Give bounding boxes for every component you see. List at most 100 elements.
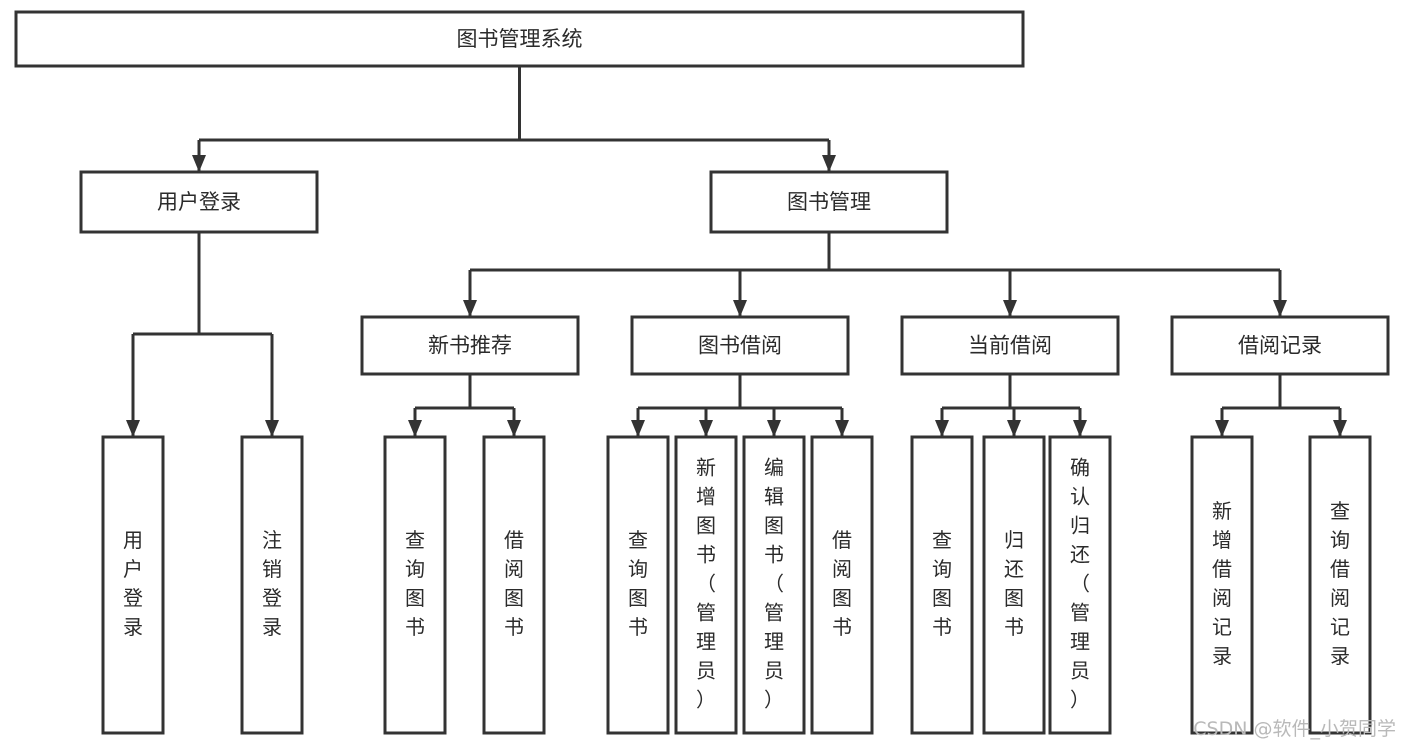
node-user-login[interactable]: 用户登录 (79, 170, 319, 234)
node-label-leaf-confirm-return-char-1: 认 (1070, 485, 1090, 509)
node-label-leaf-query-book-bor-char-0: 查 (628, 528, 648, 552)
node-label-leaf-add-book-char-7: 员 (696, 659, 716, 683)
node-box-leaf-return-book (982, 435, 1046, 735)
node-box-leaf-query-book-bor (606, 435, 670, 735)
node-label-leaf-confirm-return-char-7: 员 (1070, 659, 1090, 683)
node-label-leaf-add-record-char-5: 录 (1212, 644, 1232, 668)
node-label-leaf-add-book-char-1: 增 (696, 485, 716, 509)
node-label-leaf-user-login-char-3: 录 (123, 615, 143, 639)
node-label-leaf-borrow-book-rec-char-1: 阅 (504, 557, 524, 581)
node-label-leaf-return-book-char-0: 归 (1004, 528, 1024, 552)
node-label-leaf-confirm-return-char-6: 理 (1070, 630, 1090, 654)
node-root[interactable]: 图书管理系统 (14, 10, 1025, 68)
arrow-head-icon (733, 300, 747, 317)
node-label-leaf-query-book-cur-char-0: 查 (932, 528, 952, 552)
node-label-leaf-edit-book-char-5: 管 (764, 601, 784, 625)
node-label-leaf-add-record-char-3: 阅 (1212, 586, 1232, 610)
node-label-book-borrow: 图书借阅 (698, 334, 782, 358)
arrow-head-icon (935, 420, 949, 437)
node-label-book-manage: 图书管理 (787, 190, 871, 214)
node-label-leaf-query-book-rec-char-1: 询 (405, 557, 425, 581)
node-label-leaf-add-book-char-2: 图 (696, 514, 716, 538)
arrow-head-icon (767, 420, 781, 437)
arrow-head-icon (1007, 420, 1021, 437)
node-label-leaf-add-record-char-4: 记 (1212, 615, 1232, 639)
node-label-leaf-add-book-char-4: （ (696, 572, 716, 596)
node-label-borrow-record: 借阅记录 (1238, 334, 1322, 358)
arrow-head-icon (1273, 300, 1287, 317)
node-label-leaf-borrow-book-bor-char-0: 借 (832, 528, 852, 552)
edge-group-book-manage (463, 232, 1287, 317)
node-label-leaf-query-book-rec-char-0: 查 (405, 528, 425, 552)
node-book-borrow[interactable]: 图书借阅 (630, 315, 850, 376)
node-label-user-login: 用户登录 (157, 190, 241, 214)
node-label-leaf-borrow-book-rec-char-3: 书 (504, 615, 524, 639)
node-label-leaf-add-record-char-1: 增 (1212, 528, 1232, 552)
node-box-current-borrow (900, 315, 1120, 376)
node-label-leaf-query-book-bor-char-3: 书 (628, 615, 648, 639)
node-box-leaf-borrow-book-rec (482, 435, 546, 735)
node-book-manage[interactable]: 图书管理 (709, 170, 949, 234)
arrow-head-icon (1333, 420, 1347, 437)
node-box-leaf-query-book-rec (383, 435, 447, 735)
node-label-current-borrow: 当前借阅 (968, 334, 1052, 358)
node-label-new-book-rec: 新书推荐 (428, 334, 512, 358)
node-label-leaf-confirm-return-char-0: 确 (1070, 456, 1090, 480)
node-label-leaf-borrow-book-rec-char-2: 图 (504, 586, 524, 610)
node-label-leaf-query-record-char-2: 借 (1330, 557, 1350, 581)
node-label-leaf-query-book-cur-char-1: 询 (932, 557, 952, 581)
node-label-leaf-add-book-char-8: ） (696, 688, 716, 712)
node-current-borrow[interactable]: 当前借阅 (900, 315, 1120, 376)
node-box-leaf-confirm-return (1048, 435, 1112, 735)
arrow-head-icon (265, 420, 279, 437)
arrow-head-icon (507, 420, 521, 437)
node-label-leaf-add-book-char-6: 理 (696, 630, 716, 654)
node-label-leaf-borrow-book-bor-char-3: 书 (832, 615, 852, 639)
node-borrow-record[interactable]: 借阅记录 (1170, 315, 1390, 376)
arrow-head-icon (835, 420, 849, 437)
arrow-head-icon (1215, 420, 1229, 437)
node-label-leaf-return-book-char-3: 书 (1004, 615, 1024, 639)
arrow-head-icon (1003, 300, 1017, 317)
node-box-leaf-add-book (674, 435, 738, 735)
arrow-head-icon (192, 155, 206, 172)
node-box-leaf-query-record (1308, 435, 1372, 735)
node-label-leaf-query-book-rec-char-2: 图 (405, 586, 425, 610)
node-label-leaf-edit-book-char-0: 编 (764, 456, 784, 480)
node-label-leaf-add-record-char-2: 借 (1212, 557, 1232, 581)
node-label-leaf-query-book-bor-char-2: 图 (628, 586, 648, 610)
node-new-book-rec[interactable]: 新书推荐 (360, 315, 580, 376)
node-label-leaf-return-book-char-1: 还 (1004, 557, 1024, 581)
arrow-head-icon (126, 420, 140, 437)
node-box-leaf-user-login (101, 435, 165, 735)
edge-group-root (192, 66, 836, 172)
node-box-leaf-query-book-cur (910, 435, 974, 735)
edge-group-new-book-rec (408, 374, 521, 437)
edge-group-book-borrow (631, 374, 849, 437)
node-label-leaf-confirm-return-char-8: ） (1070, 688, 1090, 712)
node-label-leaf-query-book-cur-char-2: 图 (932, 586, 952, 610)
node-label-leaf-query-record-char-1: 询 (1330, 528, 1350, 552)
node-label-leaf-edit-book-char-2: 图 (764, 514, 784, 538)
node-label-leaf-user-login-char-1: 户 (123, 557, 143, 581)
node-box-leaf-user-logout (240, 435, 304, 735)
node-label-leaf-add-book-char-3: 书 (696, 543, 716, 567)
node-leaf-user-login[interactable]: 用户登录 (101, 435, 165, 735)
node-label-leaf-borrow-book-rec-char-0: 借 (504, 528, 524, 552)
edge-group-current-borrow (935, 374, 1087, 437)
node-label-leaf-edit-book-char-7: 员 (764, 659, 784, 683)
node-label-leaf-confirm-return-char-5: 管 (1070, 601, 1090, 625)
